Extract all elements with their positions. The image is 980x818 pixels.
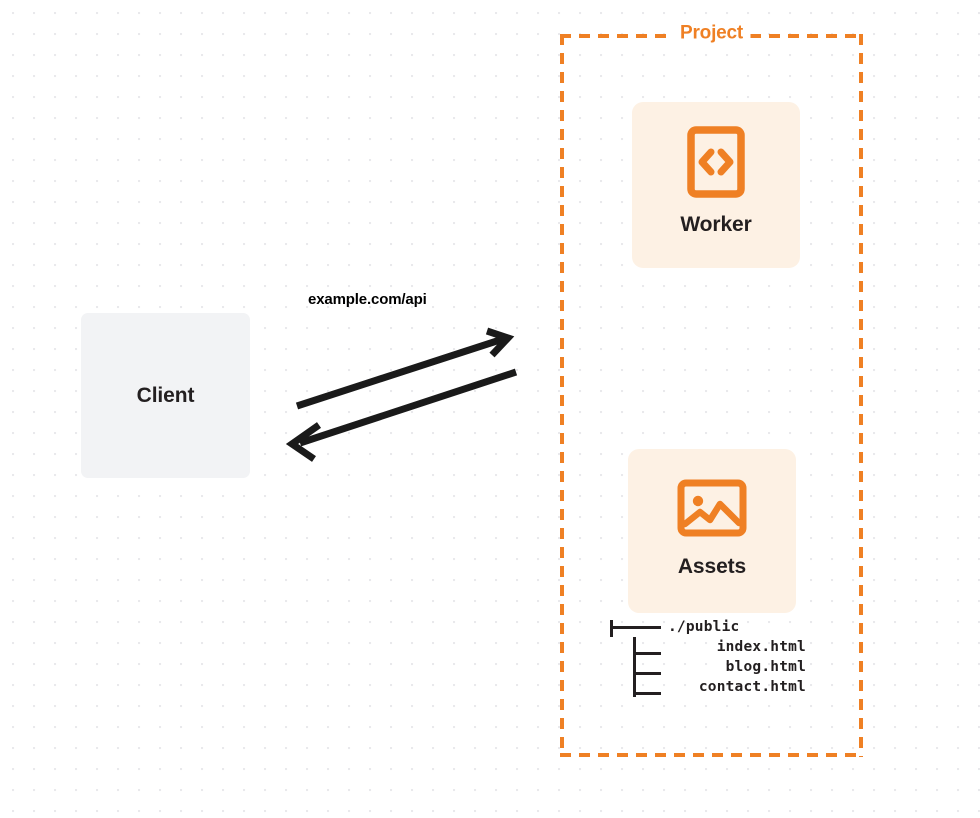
worker-node[interactable]: Worker — [632, 102, 800, 268]
project-border-bottom — [560, 753, 863, 757]
client-node[interactable]: Client — [81, 313, 250, 478]
file-tree-name: index.html — [716, 639, 806, 655]
client-label: Client — [136, 383, 195, 407]
file-tree-row: blog.html — [606, 657, 806, 677]
tree-branch-icon — [606, 677, 668, 697]
request-arrow-head — [485, 327, 515, 358]
assets-file-tree: ./public index.html blog.html contact.ht… — [606, 617, 806, 697]
project-group: Project — [560, 22, 863, 757]
file-tree-name: contact.html — [698, 679, 806, 695]
request-arrow-line — [295, 335, 505, 410]
code-brackets-icon — [687, 126, 745, 198]
image-picture-icon — [677, 479, 747, 537]
assets-node[interactable]: Assets — [628, 449, 796, 613]
project-title: Project — [672, 22, 751, 45]
connection-label: example.com/api — [308, 291, 427, 308]
tree-branch-icon — [606, 657, 668, 677]
project-border-right — [859, 34, 863, 757]
file-tree-row: index.html — [606, 637, 806, 657]
tree-branch-icon — [606, 637, 668, 657]
file-tree-name: blog.html — [725, 659, 806, 675]
worker-label: Worker — [680, 213, 752, 236]
response-arrow-head — [285, 422, 322, 462]
project-border-left — [560, 34, 564, 757]
file-tree-row: ./public — [606, 617, 806, 637]
assets-label: Assets — [677, 555, 747, 578]
response-arrow-line — [298, 368, 518, 447]
file-tree-name: ./public — [668, 619, 740, 635]
file-tree-row: contact.html — [606, 677, 806, 697]
tree-branch-icon — [606, 617, 668, 637]
